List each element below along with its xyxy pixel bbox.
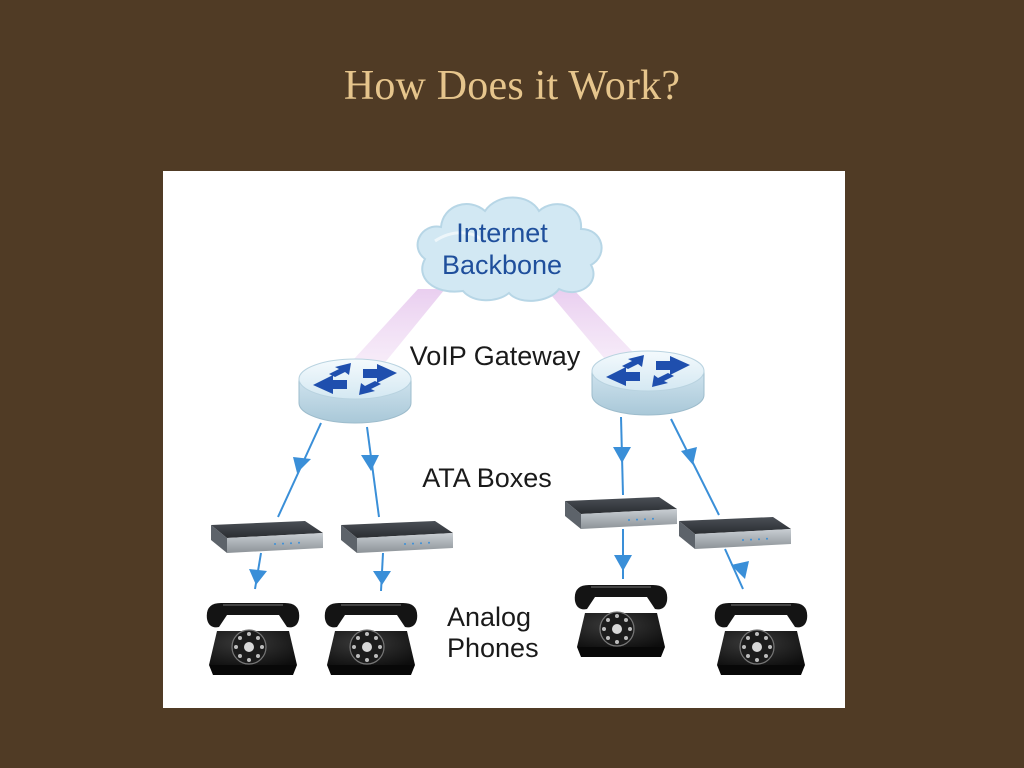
cloud-label-line1: Internet xyxy=(456,218,548,248)
phones-label-line2: Phones xyxy=(447,633,539,663)
diagram-panel: Internet Backbone VoIP Gateway xyxy=(163,171,845,708)
analog-phone-4 xyxy=(714,602,808,676)
cloud-link-right xyxy=(546,289,651,371)
arrow-ata-phone-2 xyxy=(373,571,391,585)
arrow-ata-phone-3 xyxy=(614,555,632,571)
link-gw-ata-2 xyxy=(366,426,380,518)
phones-label-line1: Analog xyxy=(447,602,531,632)
cloud-link-left xyxy=(343,289,445,371)
cloud-label-line2: Backbone xyxy=(442,250,562,280)
slide-title: How Does it Work? xyxy=(343,63,681,109)
link-ata-phone-4 xyxy=(724,548,744,590)
voip-diagram: Internet Backbone VoIP Gateway xyxy=(206,196,808,676)
arrow-gw-ata-3 xyxy=(613,447,631,463)
arrow-ata-phone-1 xyxy=(249,569,267,585)
arrow-ata-phone-4 xyxy=(731,561,749,579)
link-gw-ata-4 xyxy=(670,418,720,516)
arrow-gw-ata-2 xyxy=(361,455,379,471)
arrow-gw-ata-4 xyxy=(681,447,697,465)
arrow-gw-ata-1 xyxy=(293,457,311,473)
ata-box-3 xyxy=(565,497,677,529)
gateway-router-right xyxy=(591,350,705,416)
analog-phone-3 xyxy=(574,584,668,658)
analog-phone-1 xyxy=(206,602,300,676)
ata-box-2 xyxy=(341,521,453,553)
analog-phone-2 xyxy=(324,602,418,676)
ata-label: ATA Boxes xyxy=(422,463,552,493)
gateway-label: VoIP Gateway xyxy=(410,341,581,371)
gateway-router-left xyxy=(298,358,412,424)
ata-box-1 xyxy=(211,521,323,553)
internet-cloud: Internet Backbone xyxy=(416,196,603,302)
ata-box-4 xyxy=(679,517,791,549)
